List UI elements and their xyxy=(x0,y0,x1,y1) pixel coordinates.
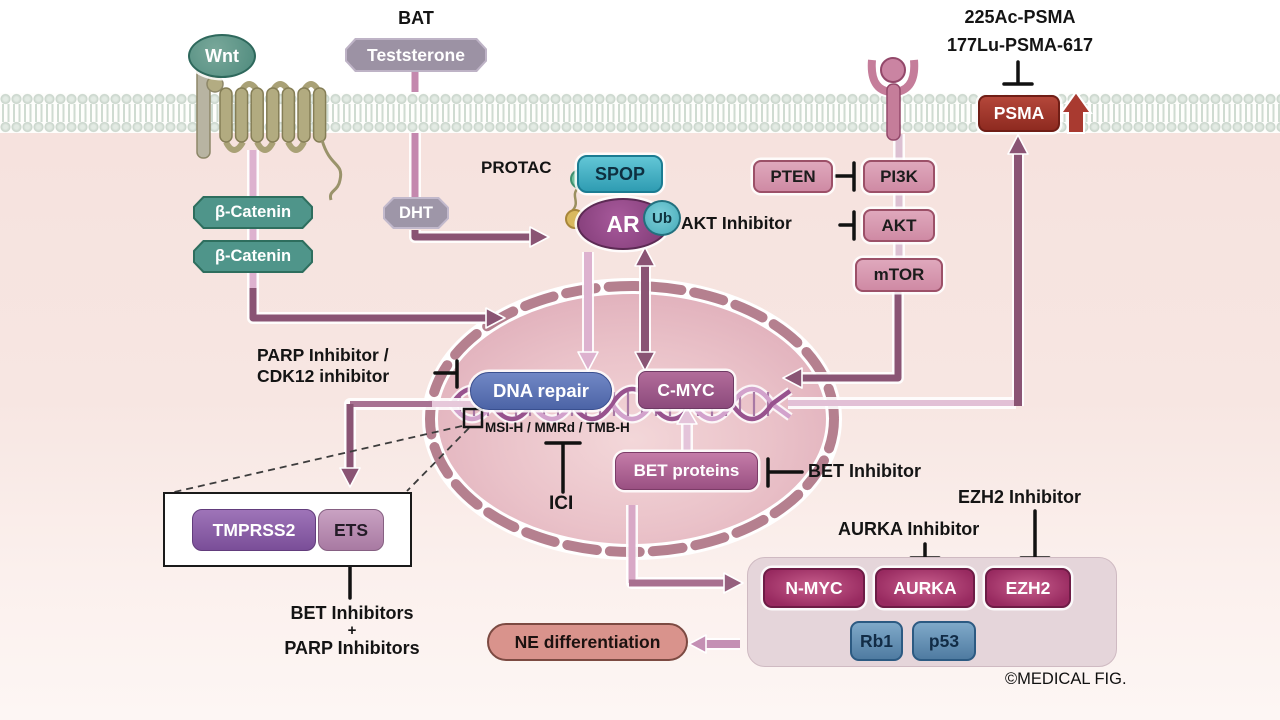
frizzled-receptor-icon xyxy=(196,57,343,201)
biomarkers-label: MSI-H / MMRd / TMB-H xyxy=(485,420,630,435)
ub-box: Ub xyxy=(643,200,681,236)
psma-upregulation-arrow-icon xyxy=(1059,90,1093,134)
mtor-box: mTOR xyxy=(855,258,943,292)
aurka-inhibitor-label: AURKA Inhibitor xyxy=(838,519,980,539)
n-myc-box: N-MYC xyxy=(763,568,865,608)
spop-box: SPOP xyxy=(577,155,663,193)
bat-label: BAT xyxy=(398,8,434,28)
testosterone-box: Teststerone xyxy=(345,38,487,72)
p53-box: p53 xyxy=(912,621,976,661)
ets-box: ETS xyxy=(318,509,384,551)
ezh2-box: EZH2 xyxy=(985,568,1071,608)
ne-differentiation-box: NE differentiation xyxy=(487,623,688,661)
ezh2-inhibitor-label: EZH2 Inhibitor xyxy=(958,487,1081,507)
bet-proteins-box: BET proteins xyxy=(615,452,758,490)
c-myc-box: C-MYC xyxy=(638,371,734,409)
ici-label: ICI xyxy=(549,493,574,514)
ligand-icon xyxy=(880,57,906,83)
dht-to-ar-arrow xyxy=(411,230,530,241)
akt-box: AKT xyxy=(863,209,935,242)
credit-label: ©MEDICAL FIG. xyxy=(1005,670,1127,688)
bet-parp-inhibitors-label: BET Inhibitors + PARP Inhibitors xyxy=(284,603,420,658)
beta-catenin-box-2: β-Catenin xyxy=(193,240,313,273)
bet-inhibitor-label: BET Inhibitor xyxy=(808,461,921,481)
aurka-box: AURKA xyxy=(875,568,975,608)
akt-inhibitor-label: AKT Inhibitor xyxy=(681,213,792,233)
pi3k-box: PI3K xyxy=(863,160,935,193)
rtk-receptor-icon xyxy=(865,57,921,141)
rb1-box: Rb1 xyxy=(850,621,903,661)
beta-catenin-box-1: β-Catenin xyxy=(193,196,313,229)
mtor-to-nucleus-arrow xyxy=(802,292,902,382)
dna-repair-box: DNA repair xyxy=(470,372,612,410)
psma-box: PSMA xyxy=(978,95,1060,132)
protac-label: PROTAC xyxy=(481,158,552,177)
wnt-ligand: Wnt xyxy=(188,34,256,78)
tmprss2-box: TMPRSS2 xyxy=(192,509,316,551)
fusion-zoom-lines xyxy=(169,407,484,494)
psma-therapy-label-2: 177Lu-PSMA-617 xyxy=(946,35,1094,55)
breakpoint-square-icon xyxy=(462,407,484,429)
psma-therapy-label-1: 225Ac-PSMA xyxy=(964,7,1076,27)
parp-cdk12-inhibitor-label: PARP Inhibitor / CDK12 inhibitor xyxy=(257,345,390,386)
pten-box: PTEN xyxy=(753,160,833,193)
dht-box: DHT xyxy=(383,197,449,229)
